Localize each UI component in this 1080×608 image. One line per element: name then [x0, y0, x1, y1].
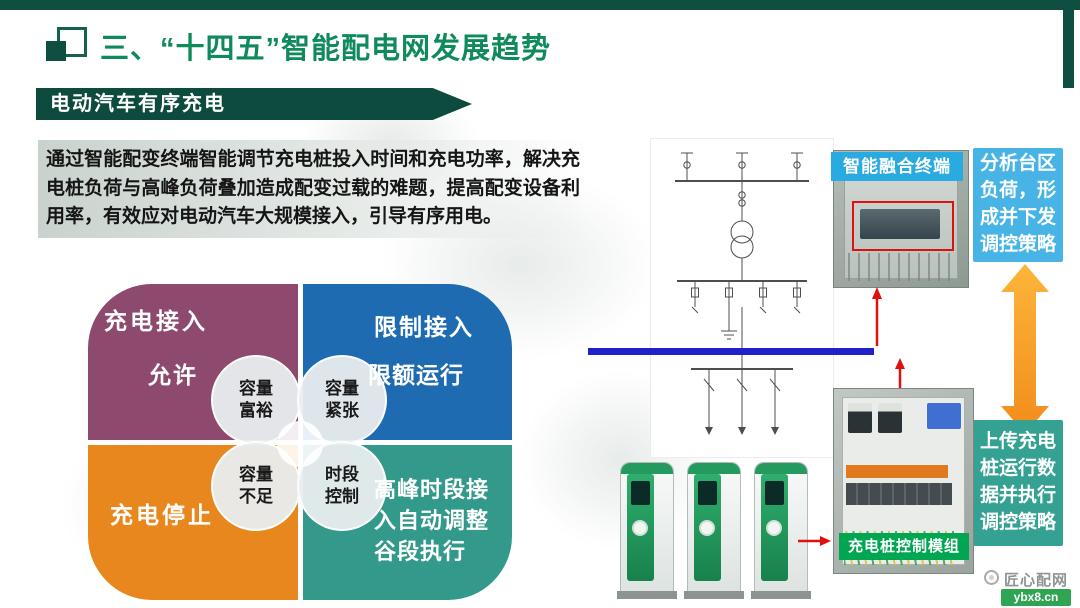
watermark-name: 匠心配网 [1004, 572, 1069, 589]
pile-front-panel [627, 474, 654, 581]
quadrant-limit-title: 限制接入 [374, 314, 474, 340]
tag-capacity-rich: 容量 富裕 [239, 379, 273, 421]
petal-center-hub [277, 421, 323, 467]
pile-logo-icon [699, 520, 715, 536]
relay-module [927, 403, 961, 429]
terminal-label: 智能融合终端 [831, 152, 963, 181]
analyze-callout: 分析台区 负荷，形 成并下发 调控策略 [973, 148, 1063, 262]
red-flow-arrows [798, 287, 905, 546]
pile-front-panel [694, 474, 721, 581]
red-highlight-box [852, 201, 954, 251]
pile-logo-icon [632, 520, 648, 536]
watermark-logo-icon [984, 570, 999, 585]
pile-base [684, 591, 744, 599]
pile-base [751, 591, 811, 599]
quadrant-schedule-title: 高峰时段接 入自动调整 谷段执行 [374, 477, 490, 565]
right-accent-bar [1063, 0, 1074, 88]
tag-time-control: 时段 控制 [325, 465, 359, 507]
pile-base [617, 591, 677, 599]
charging-strategy-quadrant: 充电接入 允许 限制接入 限额运行 充电停止 高峰时段接 入自动调整 谷段执行 … [88, 284, 512, 600]
cabinet-wiring [848, 253, 954, 281]
page-title: 三、“十四五”智能配电网发展趋势 [100, 33, 552, 65]
pile-logo-icon [766, 520, 782, 536]
pile-cap [755, 463, 807, 474]
charging-pile [751, 462, 811, 599]
section-ribbon: 电动汽车有序充电 [36, 88, 472, 120]
pile-screen [765, 481, 784, 505]
pile-cap [621, 463, 673, 474]
charging-pile [617, 462, 677, 599]
quadrant-allow-subtitle: 允许 [148, 362, 198, 388]
upload-callout: 上传充电 桩运行数 据并执行 调控策略 [973, 420, 1063, 546]
intro-paragraph: 通过智能配变终端智能调节充电桩投入时间和充电功率，解决充电桩负荷与高峰负荷叠加造… [38, 140, 588, 238]
top-accent-bar [0, 0, 1080, 10]
breaker-row [846, 483, 952, 505]
quadrant-limit-subtitle: 限额运行 [368, 362, 464, 388]
updown-arrow-icon [1001, 264, 1049, 434]
title-square-fill-icon [46, 41, 66, 61]
pile-cap [688, 463, 740, 474]
single-line-diagram-svg [675, 152, 809, 435]
quadrant-stop-title: 充电停止 [110, 502, 214, 528]
terminal-strip [846, 465, 948, 478]
tag-capacity-short: 容量 不足 [239, 465, 273, 507]
watermark-site-badge: ybx8.cn [1001, 589, 1071, 606]
quadrant-allow-title: 充电接入 [104, 308, 208, 334]
meter [878, 403, 902, 433]
pile-screen [631, 481, 650, 505]
control-module-label: 充电桩控制模组 [839, 533, 969, 560]
petal-time-control [297, 441, 387, 531]
meter [848, 403, 872, 433]
bus-line [588, 348, 874, 355]
pile-screen [698, 481, 717, 505]
single-line-diagram [650, 138, 834, 458]
pile-front-panel [761, 474, 788, 581]
charging-pile [684, 462, 744, 599]
tag-capacity-tight: 容量 紧张 [325, 379, 359, 421]
fusion-terminal-device [860, 209, 940, 239]
